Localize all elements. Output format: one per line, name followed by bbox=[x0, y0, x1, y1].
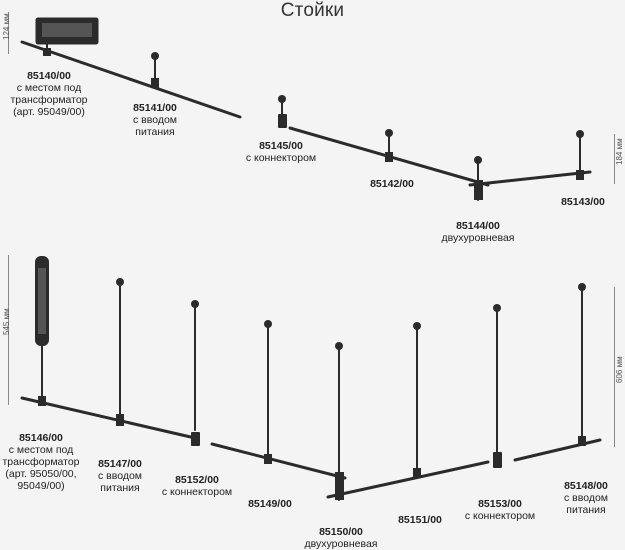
ceiling-cup-85152 bbox=[191, 300, 199, 308]
ceiling-cup-85143 bbox=[576, 130, 584, 138]
top-track-3 bbox=[468, 170, 592, 187]
label-85151: 85151/00 bbox=[398, 514, 442, 526]
ceiling-cup-85150 bbox=[335, 342, 343, 350]
label-85149: 85149/00 bbox=[248, 498, 292, 510]
bottom-track-4 bbox=[513, 438, 602, 462]
ceiling-cup-85148 bbox=[578, 283, 586, 291]
ceiling-cup-85144 bbox=[474, 156, 482, 164]
label-85142: 85142/00 bbox=[370, 178, 414, 190]
ceiling-cup-85145 bbox=[278, 95, 286, 103]
bottom-track-2 bbox=[210, 442, 347, 480]
dimension-606: 606 мм bbox=[615, 356, 624, 383]
bottom-track-1 bbox=[20, 396, 197, 440]
ceiling-cup-85151 bbox=[413, 322, 421, 330]
dimension-184: 184 мм bbox=[615, 138, 624, 165]
ceiling-cup-85153 bbox=[493, 304, 501, 312]
dimension-545: 545 мм bbox=[2, 308, 11, 335]
label-85143: 85143/00 bbox=[561, 196, 605, 208]
bottom-track-3 bbox=[326, 460, 490, 499]
dimension-124: 124 мм bbox=[2, 13, 11, 40]
ceiling-cup-85142 bbox=[385, 129, 393, 137]
top-track-1 bbox=[20, 40, 242, 119]
page-title: Стойки bbox=[280, 0, 345, 21]
ceiling-cup-85147 bbox=[116, 278, 124, 286]
ceiling-cup-85141 bbox=[151, 52, 159, 60]
ceiling-cup-85149 bbox=[264, 320, 272, 328]
